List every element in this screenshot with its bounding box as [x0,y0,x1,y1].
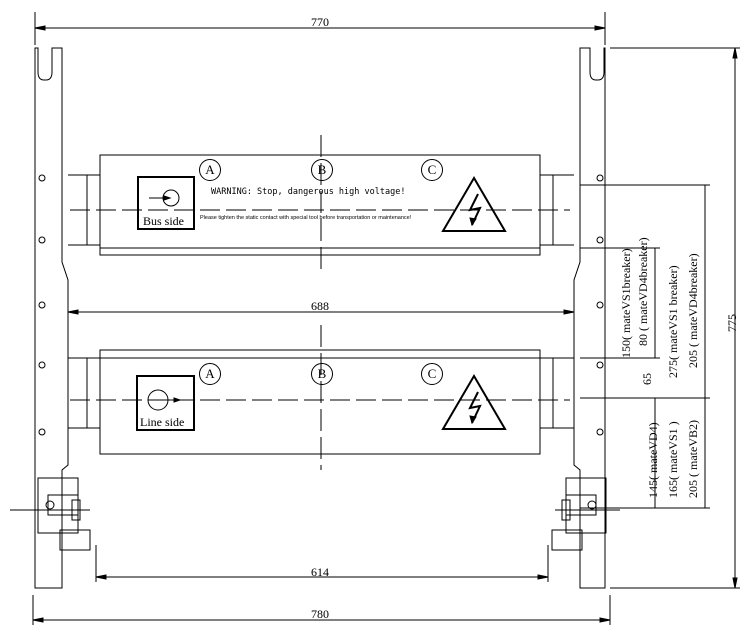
dim-775: 775 [725,314,739,332]
left-contact-mechanism [10,477,91,551]
line-phase-a: A [199,363,221,385]
dim-770: 770 [311,15,329,29]
dim-145-vd4: 145( mateVD4) [646,422,660,498]
dim-line-770 [34,12,606,45]
dim-line-780 [32,595,611,625]
dim-688: 688 [311,299,329,313]
right-dimension-lines [580,47,740,589]
bus-phase-c: C [421,159,443,181]
bus-phase-b: B [311,159,333,181]
left-side-frame [34,47,69,589]
line-phase-c: C [421,363,443,385]
line-side-label: Line side [140,415,185,429]
dim-line-614 [95,545,549,582]
dim-line-688 [67,309,575,315]
right-side-frame [573,47,606,589]
bus-side-panel [68,135,574,270]
warning-text: WARNING: Stop, dangerous high voltage! [211,187,406,197]
dim-780: 780 [311,607,329,621]
dim-275-vs1: 275( mateVS1 breaker) [666,265,680,378]
right-contact-mechanism [551,477,620,551]
dim-65: 65 [640,373,654,385]
dim-150-vs1: 150( mateVS1breaker) [619,248,633,358]
dim-205-vd4: 205 ( mateVD4breaker) [686,253,700,368]
bus-side-label: Bus side [143,214,185,228]
dim-614: 614 [311,565,329,579]
bus-phase-a: A [199,159,221,181]
line-phase-b: B [311,363,333,385]
dim-205-vb2: 205 ( mateVB2) [686,420,700,498]
maintenance-note: Please tighten the static contact with s… [200,215,412,221]
line-side-panel [68,325,574,470]
dim-165-vs1: 165( mateVS1 ) [666,421,680,498]
dim-80-vd4: 80 ( mateVD4breaker) [636,237,650,346]
